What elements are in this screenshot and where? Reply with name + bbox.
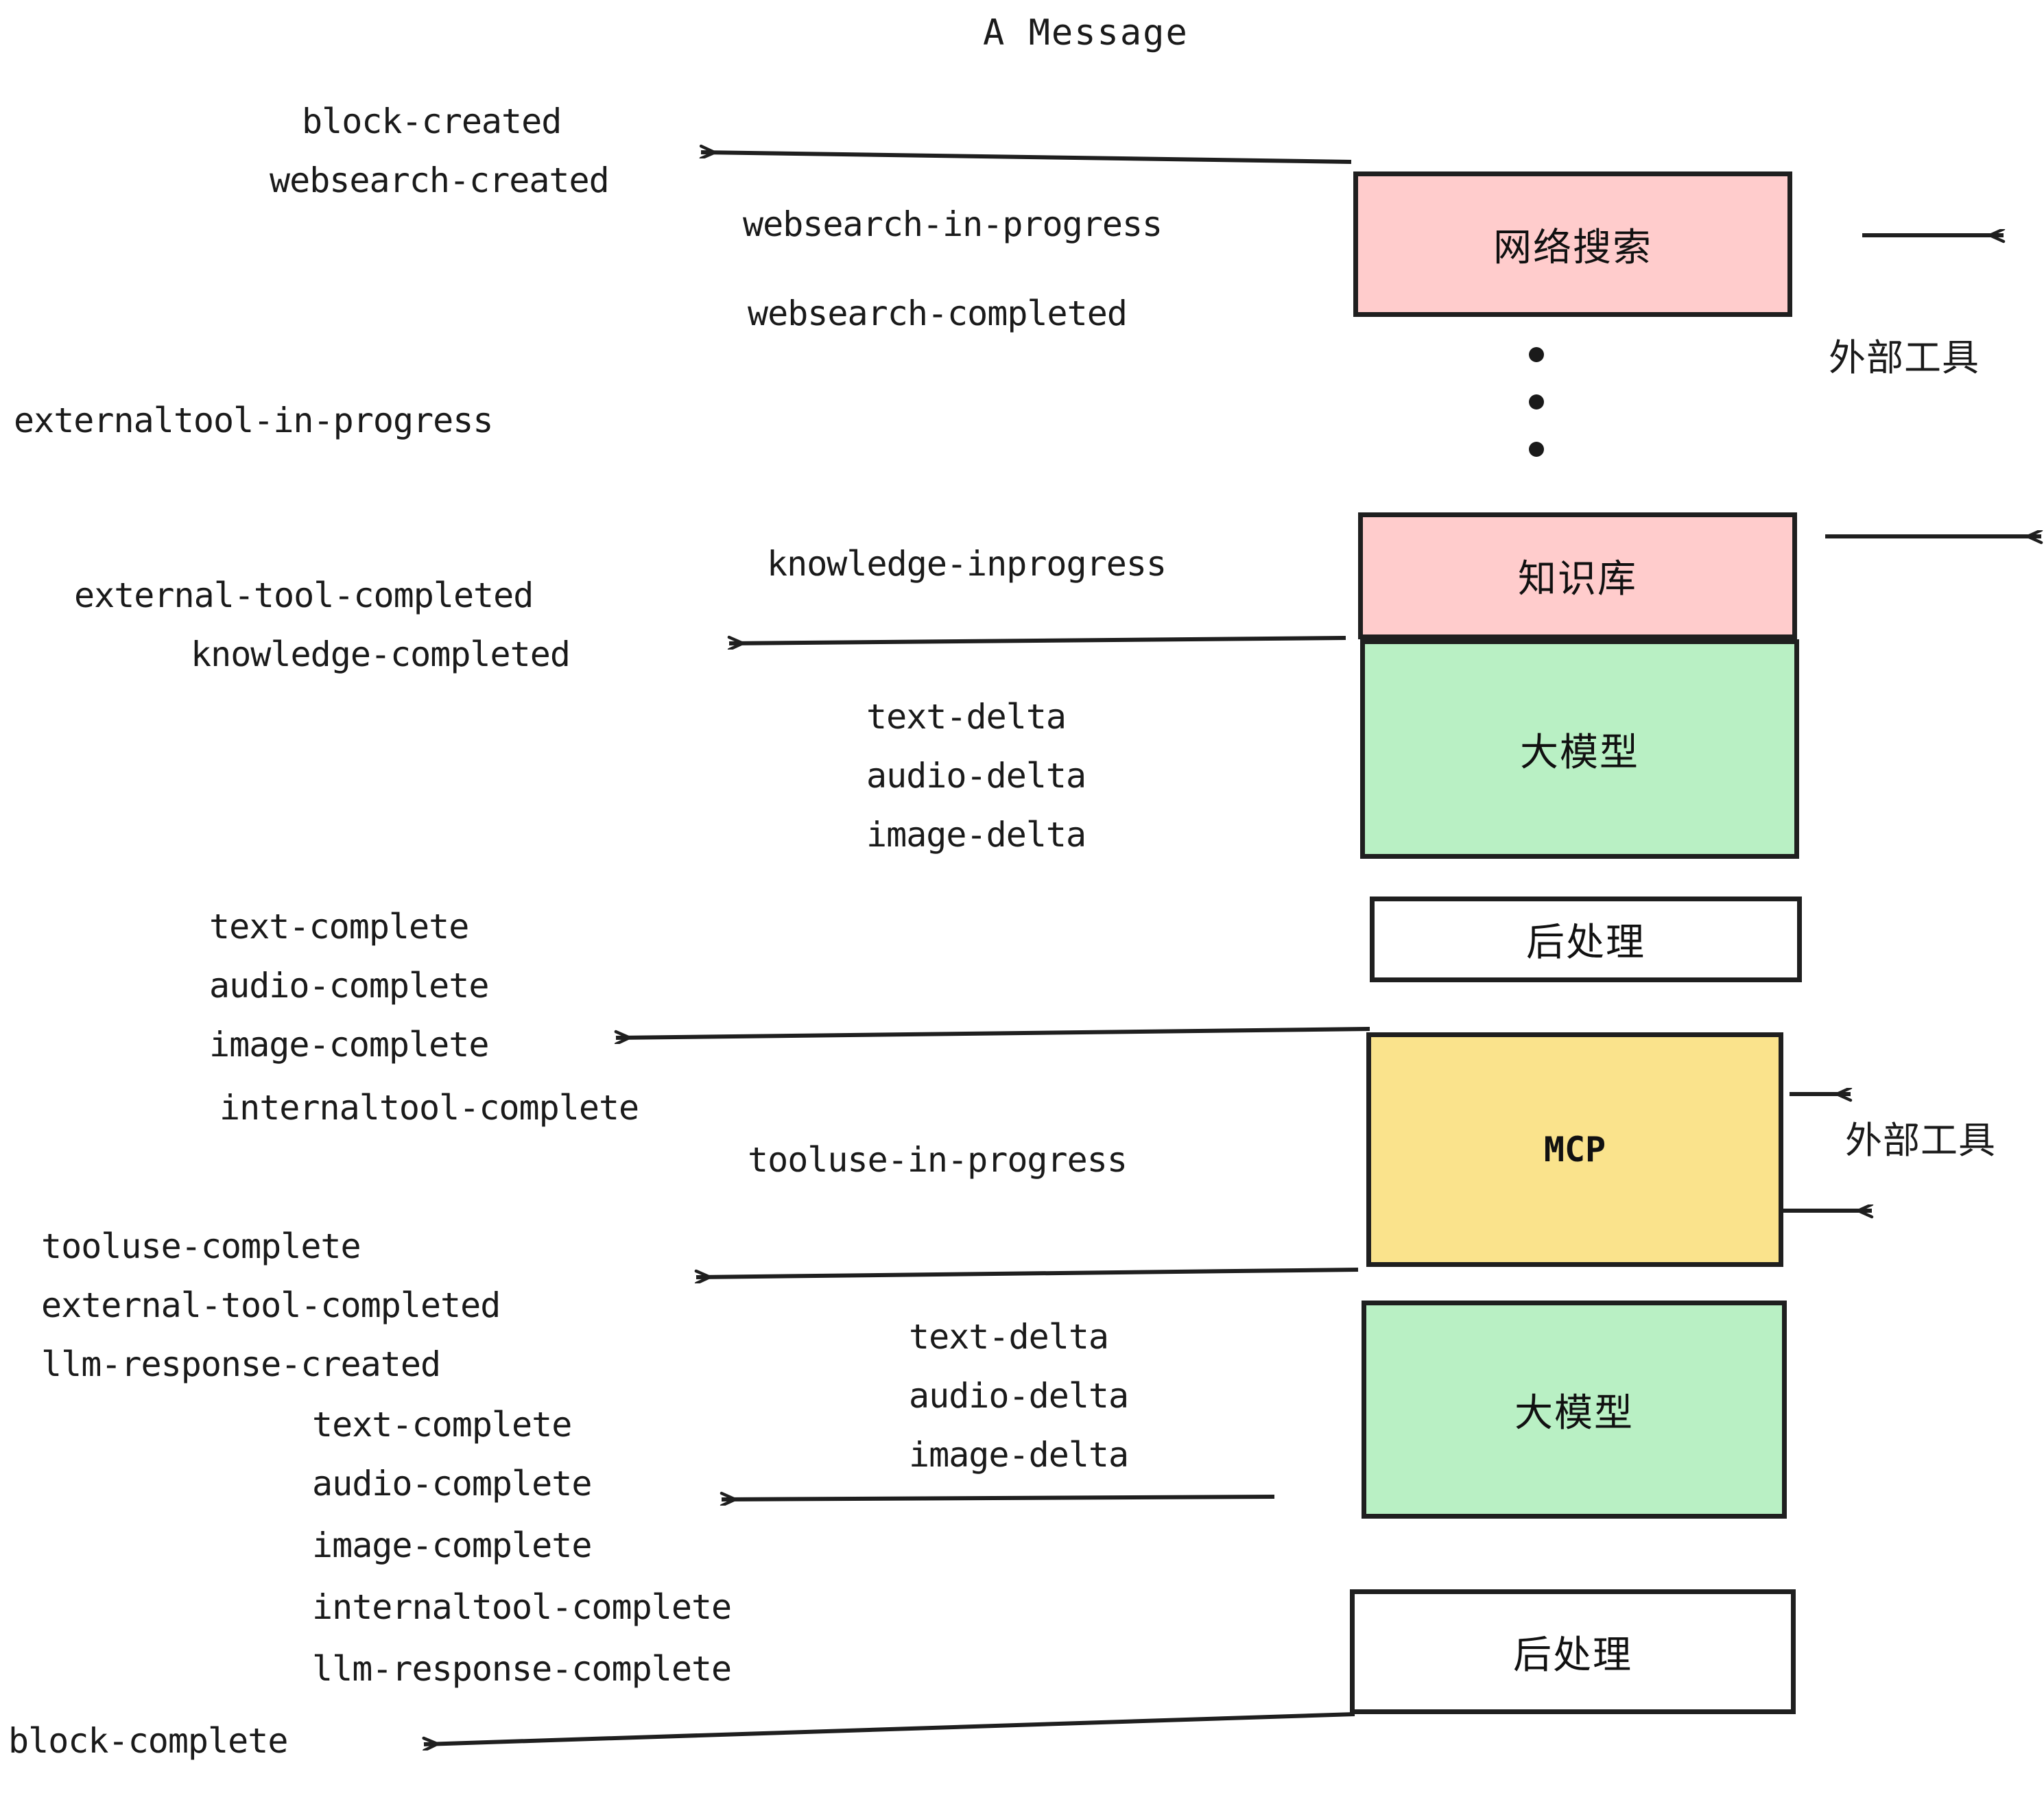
box-label: 知识库	[1518, 557, 1637, 602]
event-tooluse-in-progress: tooluse-in-progress	[748, 1140, 1128, 1180]
box-label: 后处理	[1526, 921, 1645, 965]
box-knowledge-base: 知识库	[1358, 512, 1797, 639]
event-block-created: block-created	[302, 102, 562, 141]
arrow-knowledge-completed	[729, 638, 1346, 643]
event-block-complete: block-complete	[8, 1721, 288, 1761]
box-label: 网络搜索	[1493, 225, 1652, 270]
event-externaltool-in-progress: externaltool-in-progress	[14, 401, 493, 440]
arrow-image-complete	[616, 1027, 1370, 1038]
event-external-tool-completed-1: external-tool-completed	[74, 575, 534, 615]
arrow-block-complete	[424, 1712, 1355, 1744]
arrow-tooluse-complete	[696, 1268, 1359, 1277]
vertical-ellipsis	[1528, 347, 1545, 457]
event-text-delta-2: text-delta	[909, 1317, 1109, 1357]
event-internaltool-complete-2: internaltool-complete	[312, 1587, 732, 1627]
event-websearch-completed: websearch-completed	[748, 294, 1128, 333]
event-internaltool-complete-1: internaltool-complete	[219, 1088, 639, 1128]
box-mcp: MCP	[1366, 1032, 1783, 1267]
event-websearch-in-progress: websearch-in-progress	[743, 204, 1163, 244]
event-audio-delta-2: audio-delta	[909, 1376, 1129, 1416]
event-knowledge-inprogress: knowledge-inprogress	[767, 544, 1167, 584]
event-image-complete-2: image-complete	[312, 1526, 592, 1565]
box-llm-1: 大模型	[1360, 639, 1799, 859]
event-text-complete-1: text-complete	[209, 907, 469, 947]
box-label: 后处理	[1513, 1633, 1632, 1678]
side-label-external-tools-2: 外部工具	[1845, 1119, 1996, 1162]
event-image-delta-1: image-delta	[866, 815, 1086, 855]
event-text-delta-1: text-delta	[866, 697, 1067, 737]
event-text-complete-2: text-complete	[312, 1405, 572, 1445]
event-audio-delta-1: audio-delta	[866, 756, 1086, 796]
event-image-complete-1: image-complete	[209, 1025, 489, 1065]
event-external-tool-completed-2: external-tool-completed	[41, 1285, 501, 1325]
event-audio-complete-2: audio-complete	[312, 1464, 592, 1504]
box-label: MCP	[1543, 1130, 1606, 1170]
box-web-search: 网络搜索	[1353, 171, 1792, 317]
box-label: 大模型	[1514, 1390, 1634, 1436]
arrow-audio-complete	[722, 1497, 1275, 1499]
event-image-delta-2: image-delta	[909, 1435, 1129, 1475]
event-audio-complete-1: audio-complete	[209, 966, 489, 1006]
arrow-websearch-created	[701, 152, 1352, 164]
event-knowledge-completed: knowledge-completed	[191, 634, 571, 674]
event-llm-response-created: llm-response-created	[41, 1344, 441, 1384]
box-llm-2: 大模型	[1362, 1301, 1787, 1519]
box-postprocess-2: 后处理	[1350, 1589, 1796, 1714]
box-postprocess-1: 后处理	[1370, 897, 1802, 982]
event-llm-response-complete: llm-response-complete	[312, 1649, 732, 1689]
side-label-external-tools-1: 外部工具	[1829, 336, 1980, 379]
event-tooluse-complete: tooluse-complete	[41, 1226, 361, 1266]
event-websearch-created: websearch-created	[270, 161, 610, 200]
box-label: 大模型	[1520, 730, 1639, 775]
diagram-title: A Message	[983, 12, 1189, 54]
